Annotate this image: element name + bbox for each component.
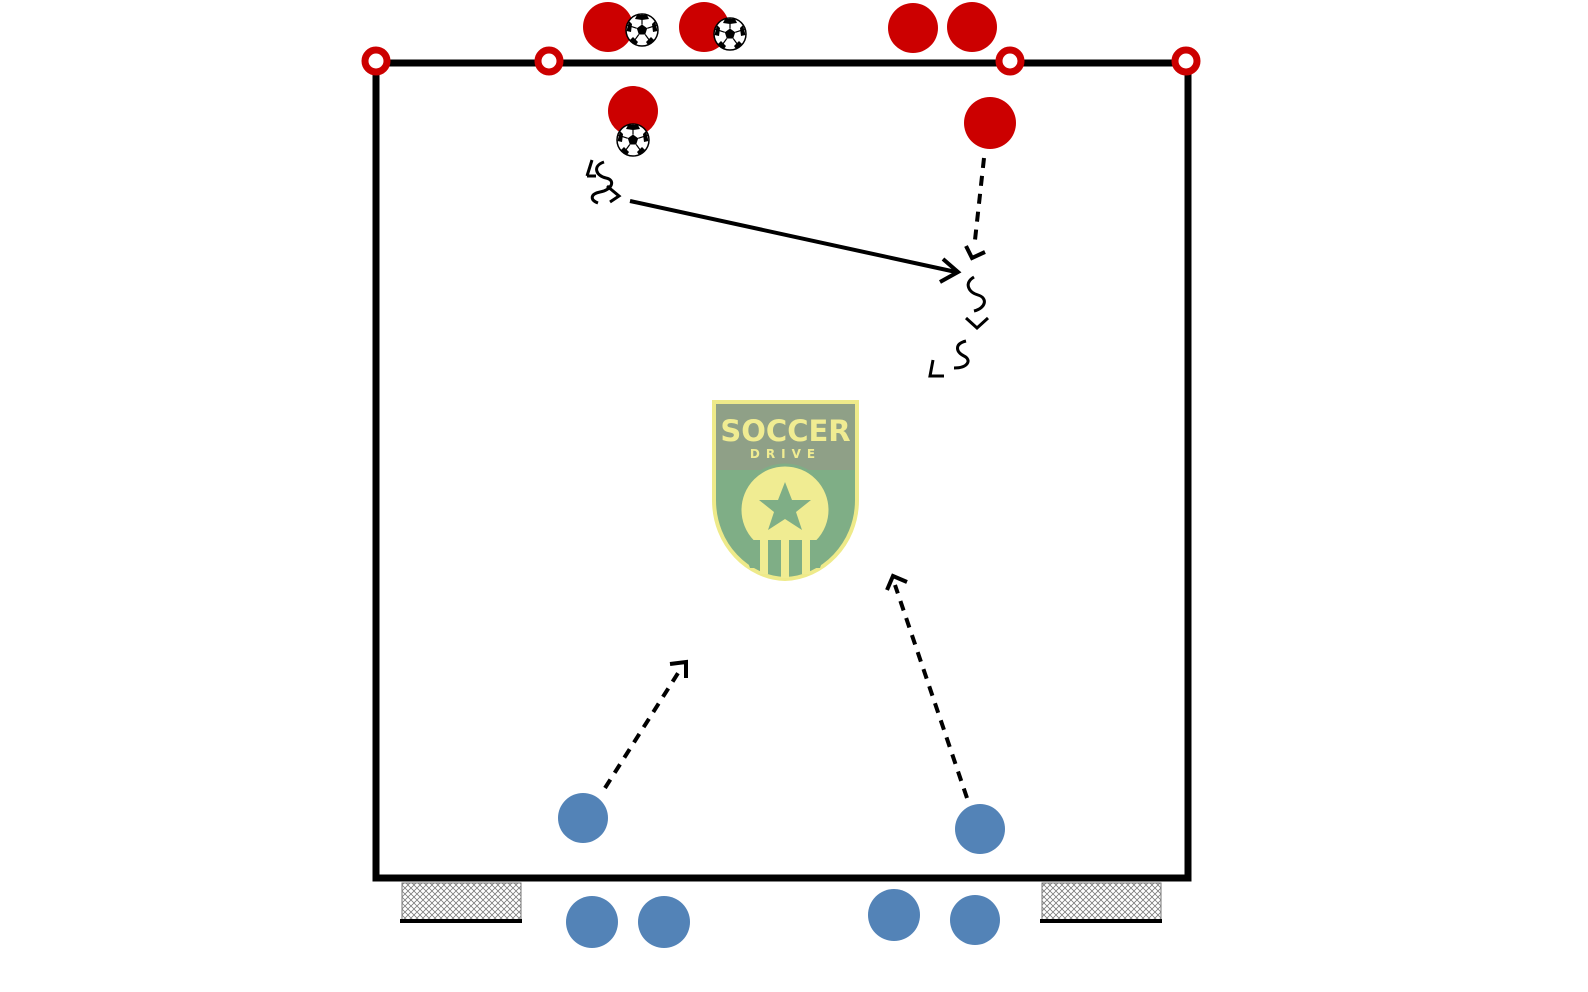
red-player: [583, 2, 633, 52]
dribble-path: [928, 275, 990, 378]
cone-marker-icon: [534, 46, 564, 76]
blue-player: [950, 895, 1000, 945]
cone-marker-icon: [995, 46, 1025, 76]
soccer-ball-icon: [625, 13, 659, 47]
field-boundary: [372, 59, 1192, 882]
mini-goal-net-icon: [400, 882, 522, 923]
red-player: [888, 3, 938, 53]
pass-arrow: [629, 199, 962, 284]
blue-player: [638, 896, 690, 948]
logo-title: SOCCER: [720, 414, 850, 448]
blue-player: [868, 889, 920, 941]
soccer-ball-icon: [616, 123, 650, 157]
logo-subtitle: DRIVE: [750, 447, 821, 461]
run-arrow-dashed: [885, 573, 969, 799]
run-arrow-dashed: [964, 157, 986, 261]
run-arrow-dashed: [603, 659, 688, 790]
red-player: [608, 86, 658, 136]
red-player: [947, 2, 997, 52]
cone-marker-icon: [1171, 46, 1201, 76]
mini-goal-net-icon: [1040, 882, 1162, 923]
soccer-drive-logo: SOCCER DRIVE: [712, 400, 859, 582]
blue-player: [558, 793, 608, 843]
blue-player: [955, 804, 1005, 854]
blue-player: [566, 896, 618, 948]
red-player: [964, 97, 1016, 149]
dribble-path: [585, 159, 622, 205]
cone-marker-icon: [361, 46, 391, 76]
soccer-ball-icon: [713, 17, 747, 51]
